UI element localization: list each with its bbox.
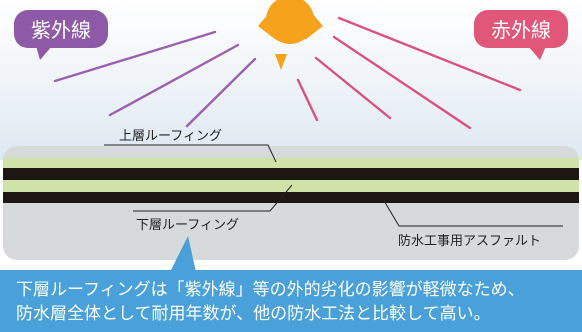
upper-roofing-leader (104, 144, 277, 163)
ir-badge-label: 赤外線 (491, 18, 551, 42)
uv-ray (53, 30, 217, 83)
asphalt-layer-lower (3, 192, 579, 203)
ir-rays (296, 16, 522, 130)
ir-ray (332, 35, 472, 130)
uv-badge: 紫外線 (14, 10, 108, 60)
ir-ray (337, 16, 522, 92)
lower-roofing-label: 下層ルーフィング (136, 218, 239, 233)
ir-badge: 赤外線 (474, 10, 568, 60)
uv-ray (108, 43, 240, 117)
upper-roofing-label: 上層ルーフィング (119, 129, 222, 144)
info-callout: 下層ルーフィングは「紫外線」等の外的劣化の影響が軽微なため、 防水層全体として耐… (0, 270, 582, 332)
ir-ray (314, 56, 392, 120)
upper-roofing-layer (3, 158, 579, 168)
info-callout-pointer (171, 236, 196, 270)
asphalt-label: 防水工事用アスファルト (398, 233, 541, 249)
asphalt-layer-upper (3, 168, 579, 180)
roof-layer-diagram: 紫外線 赤外線 上層ルーフィング 下層ルーフィング 防水工事用アスファルト (0, 0, 582, 270)
uv-badge-label: 紫外線 (31, 18, 91, 42)
info-line-2: 防水層全体として耐用年数が、他の防水工法と比較して高い。 (16, 304, 491, 324)
uv-rays (53, 30, 257, 128)
uv-ray (185, 57, 257, 128)
info-line-1: 下層ルーフィングは「紫外線」等の外的劣化の影響が軽微なため、 (16, 280, 525, 300)
sun-icon (258, 0, 323, 70)
lower-roofing-leader (133, 184, 293, 212)
asphalt-leader (382, 198, 563, 227)
ir-ray (296, 78, 319, 122)
